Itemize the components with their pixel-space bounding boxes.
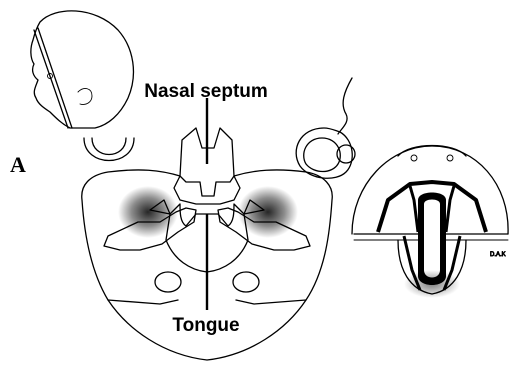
nasal-septum-label: Nasal septum (144, 81, 268, 102)
panel-label: A (10, 152, 26, 177)
profile-inset (296, 78, 355, 178)
palate-view-inset (352, 146, 508, 299)
embryo-head-inset (31, 11, 134, 161)
artist-initials: D.A.K (490, 252, 506, 258)
tongue-label: Tongue (172, 315, 239, 336)
